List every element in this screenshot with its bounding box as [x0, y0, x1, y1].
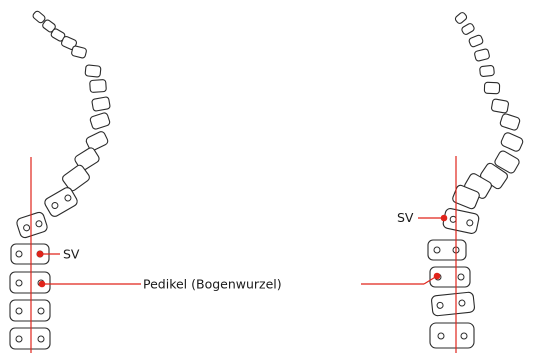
right-sv-annotation: SV: [397, 210, 447, 225]
left-vertebra-17: [10, 300, 50, 321]
right-sv-dot: [441, 215, 448, 222]
left-vertebra-7: [90, 79, 107, 92]
left-vertebra-6: [85, 65, 101, 78]
right-vertebra-8: [499, 113, 520, 131]
left-vertebra-9: [89, 112, 110, 130]
pedicle-annotation: Pedikel (Bogenwurzel): [39, 273, 441, 292]
right-vertebra-18: [430, 323, 474, 348]
right-spine: [428, 11, 524, 353]
left-sv-dot: [37, 251, 44, 258]
left-vertebra-14: [16, 211, 49, 239]
right-vertebra-3: [468, 34, 483, 47]
left-vertebra-8: [92, 97, 111, 112]
right-vertebra-6: [484, 82, 499, 94]
right-vertebra-4: [474, 48, 490, 61]
right-vertebra-7: [491, 99, 509, 114]
right-vertebra-15: [428, 240, 466, 260]
right-vertebra-9: [500, 132, 524, 153]
left-sv-label: SV: [63, 247, 80, 262]
right-vertebra-sv: [442, 208, 479, 235]
right-sv-label: SV: [397, 210, 414, 225]
right-vertebra-5: [480, 65, 495, 76]
left-spine: [10, 10, 111, 353]
left-vertebra-18: [10, 328, 50, 349]
right-vertebra-2: [461, 23, 475, 36]
right-pedicle-dot: [434, 273, 441, 280]
right-vertebra-17: [431, 292, 475, 316]
pedicle-label: Pedikel (Bogenwurzel): [143, 277, 282, 292]
left-vertebra-5: [71, 45, 87, 58]
right-vertebra-1: [454, 11, 468, 24]
